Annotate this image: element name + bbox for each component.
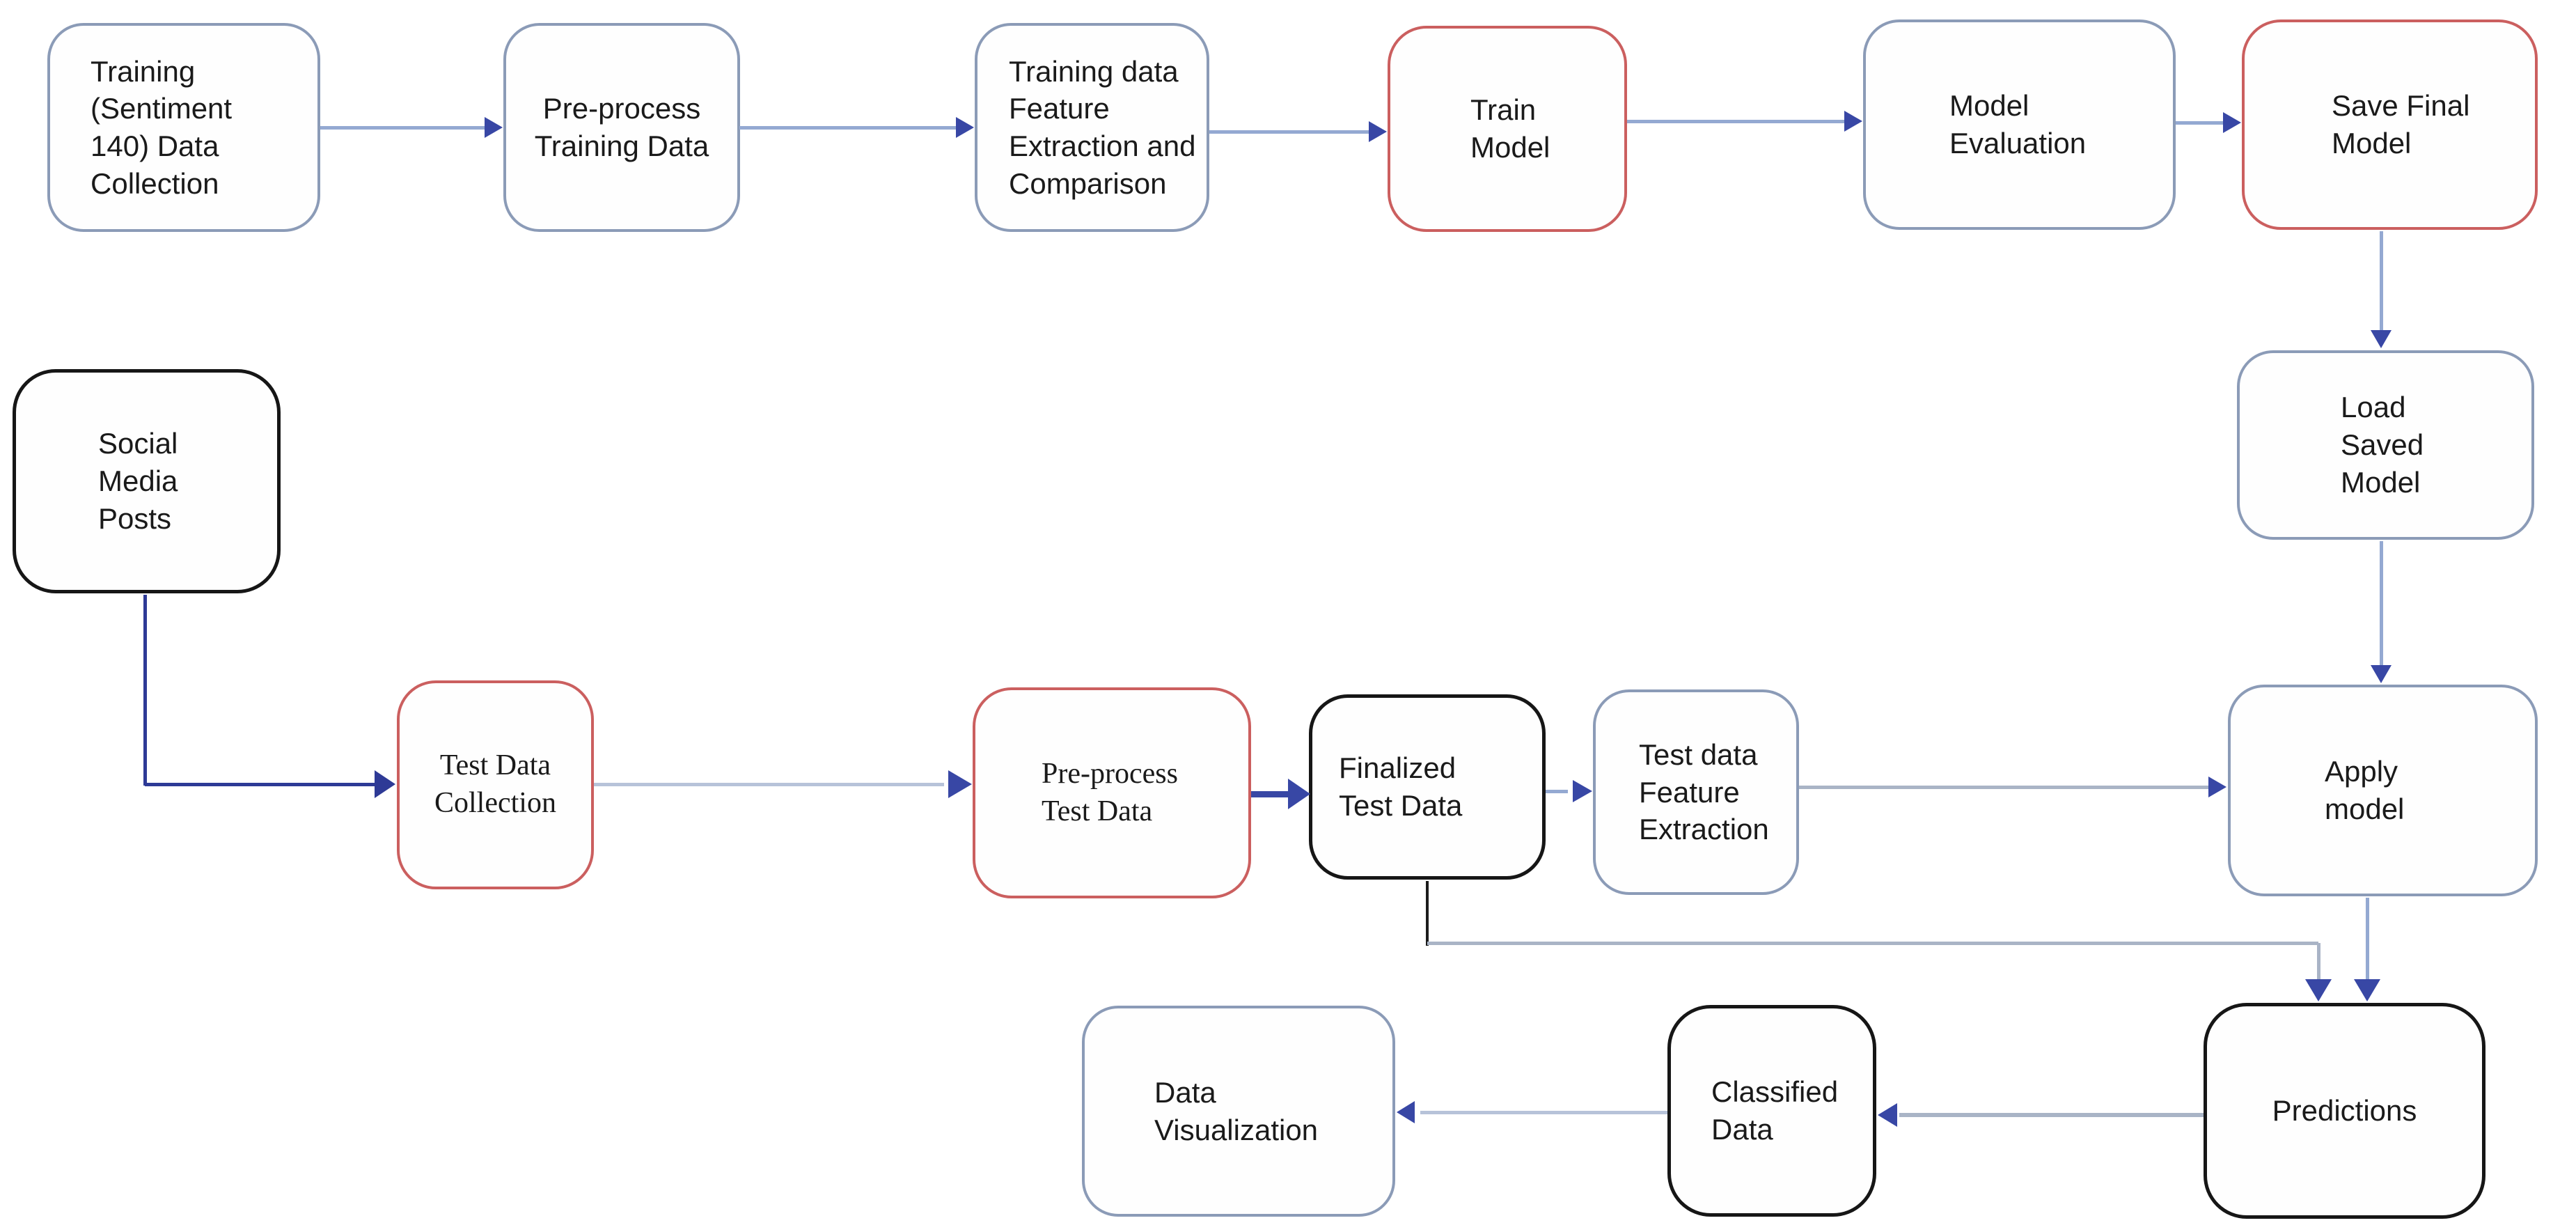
node-label: Pre-process Test Data: [1042, 757, 1178, 827]
node-label: Training (Sentiment 140) Data Collection: [91, 54, 233, 200]
connector-line-apply-model-to-predictions: [2365, 898, 2369, 980]
connector-line-finalized-to-predictions-elbow: [2316, 943, 2320, 980]
arrowhead-left-predictions-to-classified: [1878, 1103, 1897, 1127]
node-label: Data Visualization: [1154, 1075, 1319, 1146]
node-save-final-model: Save Final Model: [2242, 20, 2538, 230]
node-label: Training data Feature Extraction and Com…: [1009, 54, 1196, 200]
node-train-model: Train Model: [1388, 26, 1627, 232]
arrowhead-right-train-model-to-evaluation: [1844, 111, 1862, 132]
node-model-evaluation: Model Evaluation: [1863, 20, 2176, 230]
node-label: Load Saved Model: [2341, 391, 2424, 499]
connector-line-load-model-to-apply-model: [2379, 541, 2383, 666]
connector-line-train-model-to-evaluation: [1627, 119, 1847, 123]
node-load-saved-model: Load Saved Model: [2237, 350, 2534, 540]
node-preprocess-training-data: Pre-process Training Data: [503, 23, 740, 232]
connector-line-social-posts-to-test-collection: [143, 595, 147, 786]
connector-line-finalized-to-test-feature: [1546, 789, 1568, 793]
arrowhead-down-load-model-to-apply-model: [2371, 665, 2392, 683]
node-label: Apply model: [2325, 755, 2405, 825]
connector-line-save-model-to-load-model: [2379, 231, 2383, 332]
connector-line-finalized-to-predictions-elbow: [1426, 881, 1429, 946]
node-apply-model: Apply model: [2228, 685, 2538, 896]
node-finalized-test-data: Finalized Test Data: [1309, 694, 1546, 880]
arrowhead-right-social-posts-to-test-collection: [375, 770, 395, 798]
node-label: Finalized Test Data: [1339, 751, 1463, 822]
connector-line-test-collection-to-preprocess-test: [594, 782, 944, 786]
arrowhead-right-test-collection-to-preprocess-test: [948, 770, 972, 798]
node-label: Test Data Collection: [434, 749, 556, 819]
node-test-data-collection: Test Data Collection: [397, 680, 594, 889]
connector-line-preprocess-test-to-finalized: [1251, 790, 1288, 797]
arrowhead-left-classified-to-visualization: [1397, 1101, 1415, 1123]
arrowhead-down-finalized-to-predictions-elbow: [2305, 979, 2332, 1001]
node-label: Model Evaluation: [1949, 89, 2087, 159]
arrowhead-down-apply-model-to-predictions: [2354, 979, 2380, 1001]
connector-line-train-collection-to-preprocess: [320, 125, 487, 130]
connector-line-predictions-to-classified: [1899, 1113, 2204, 1117]
arrowhead-right-finalized-to-test-feature: [1573, 780, 1592, 802]
node-test-data-feature-extraction: Test data Feature Extraction: [1593, 689, 1799, 895]
node-predictions: Predictions: [2204, 1003, 2485, 1219]
connector-line-classified-to-visualization: [1420, 1110, 1667, 1114]
node-social-media-posts: Social Media Posts: [13, 369, 281, 593]
connector-line-preprocess-to-feature-extraction: [739, 125, 959, 130]
node-label: Classified Data: [1711, 1075, 1839, 1146]
node-label: Social Media Posts: [98, 427, 178, 535]
connector-line-evaluation-to-save-model: [2176, 120, 2226, 125]
node-data-visualization: Data Visualization: [1082, 1006, 1395, 1217]
node-label: Save Final Model: [2332, 89, 2470, 159]
connector-line-test-feature-to-apply-model: [1799, 785, 2210, 789]
node-label: Pre-process Training Data: [534, 92, 709, 162]
node-classified-data: Classified Data: [1667, 1005, 1876, 1217]
connector-line-finalized-to-predictions-elbow: [1427, 941, 2318, 945]
node-label: Predictions: [2272, 1094, 2417, 1128]
node-label: Test data Feature Extraction: [1639, 738, 1769, 846]
node-label: Train Model: [1470, 93, 1550, 164]
arrowhead-right-feature-extraction-to-train-model: [1369, 121, 1387, 142]
node-preprocess-test-data: Pre-process Test Data: [973, 687, 1251, 898]
arrowhead-right-preprocess-test-to-finalized: [1288, 779, 1310, 809]
arrowhead-right-train-collection-to-preprocess: [485, 117, 503, 138]
node-training-data-collection: Training (Sentiment 140) Data Collection: [47, 23, 320, 232]
arrowhead-down-save-model-to-load-model: [2371, 330, 2392, 348]
node-training-feature-extraction: Training data Feature Extraction and Com…: [975, 23, 1209, 232]
arrowhead-right-evaluation-to-save-model: [2223, 112, 2241, 133]
connector-line-feature-extraction-to-train-model: [1209, 130, 1372, 134]
arrowhead-right-test-feature-to-apply-model: [2208, 777, 2226, 797]
connector-line-social-posts-to-test-collection: [145, 782, 380, 786]
arrowhead-right-preprocess-to-feature-extraction: [956, 117, 974, 138]
